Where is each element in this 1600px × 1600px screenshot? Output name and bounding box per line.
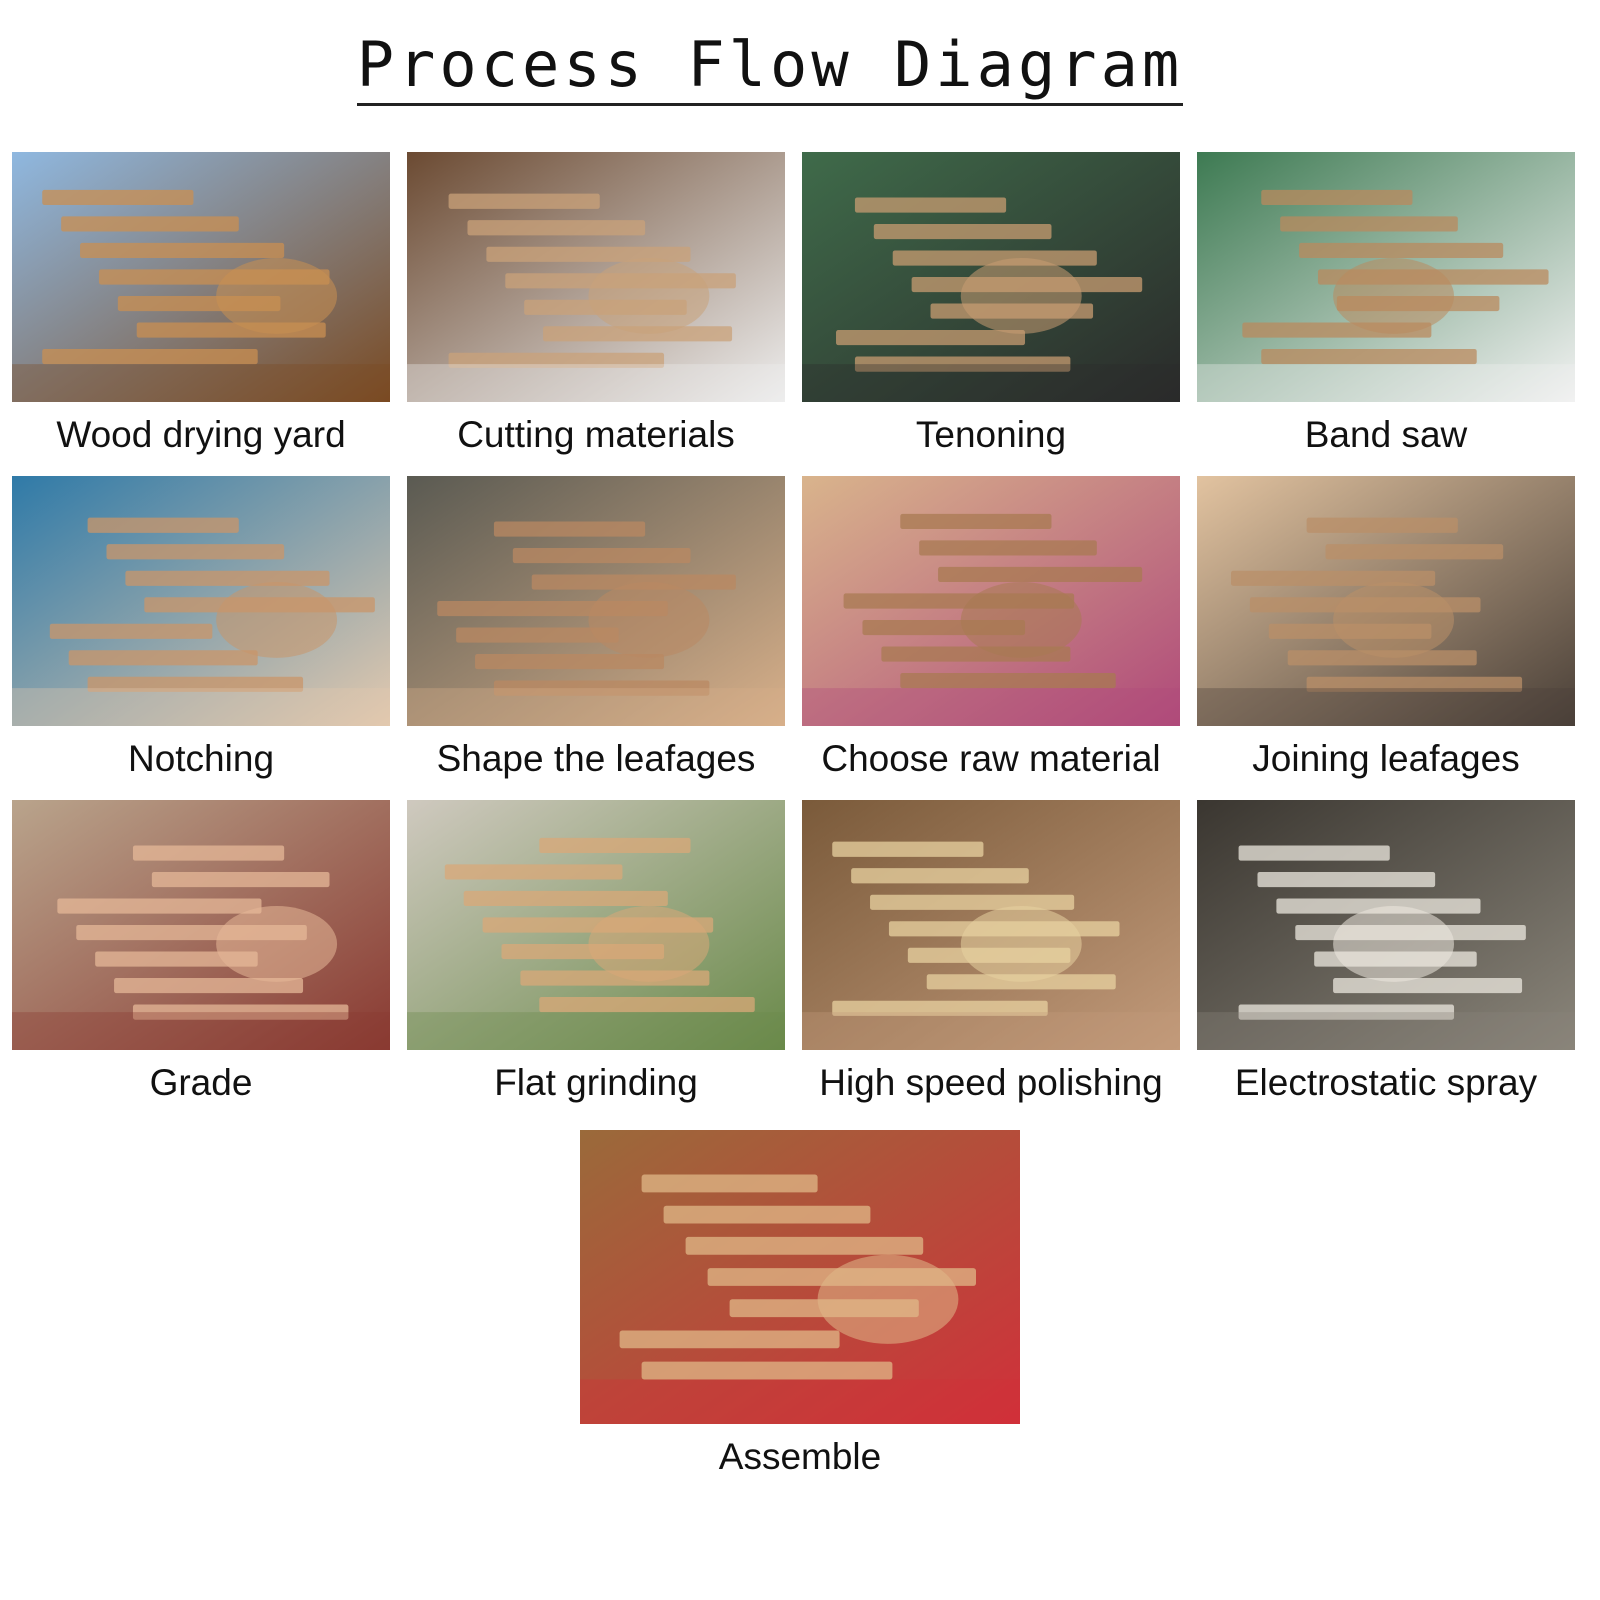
photo-illustration bbox=[580, 1130, 1020, 1424]
step-photo bbox=[802, 800, 1180, 1050]
process-step: High speed polishing bbox=[802, 800, 1180, 1124]
step-photo bbox=[1197, 476, 1575, 726]
step-label: Notching bbox=[127, 738, 275, 779]
step-photo bbox=[1197, 152, 1575, 402]
diagram-title: Process Flow Diagram bbox=[0, 28, 1540, 106]
diagram-title-text: Process Flow Diagram bbox=[356, 28, 1184, 106]
process-step: Electrostatic spray bbox=[1197, 800, 1575, 1124]
photo-illustration bbox=[1197, 800, 1575, 1050]
step-photo bbox=[407, 800, 785, 1050]
photo-illustration bbox=[802, 476, 1180, 726]
step-photo bbox=[1197, 800, 1575, 1050]
step-label: Tenoning bbox=[915, 414, 1067, 455]
process-step: Joining leafages bbox=[1197, 476, 1575, 800]
step-label: Choose raw material bbox=[821, 738, 1161, 779]
process-step: Flat grinding bbox=[407, 800, 785, 1124]
process-step: Choose raw material bbox=[802, 476, 1180, 800]
photo-illustration bbox=[1197, 152, 1575, 402]
step-label: Joining leafages bbox=[1252, 738, 1520, 779]
step-label: High speed polishing bbox=[819, 1062, 1163, 1103]
step-label: Electrostatic spray bbox=[1234, 1062, 1538, 1103]
process-step: Notching bbox=[12, 476, 390, 800]
photo-illustration bbox=[12, 152, 390, 402]
photo-illustration bbox=[12, 800, 390, 1050]
step-photo bbox=[12, 800, 390, 1050]
photo-illustration bbox=[802, 152, 1180, 402]
step-photo bbox=[802, 476, 1180, 726]
photo-illustration bbox=[407, 476, 785, 726]
step-label: Grade bbox=[149, 1062, 253, 1103]
step-photo bbox=[12, 476, 390, 726]
step-photo bbox=[407, 152, 785, 402]
process-step: Grade bbox=[12, 800, 390, 1124]
process-steps-grid: Wood drying yard Cutting materials Tenonin… bbox=[12, 152, 1575, 1124]
step-label: Wood drying yard bbox=[56, 414, 346, 455]
step-label: Flat grinding bbox=[494, 1062, 698, 1103]
assemble-photo bbox=[580, 1130, 1020, 1424]
process-step-assemble: Assemble bbox=[580, 1130, 1020, 1478]
step-photo bbox=[12, 152, 390, 402]
process-step: Band saw bbox=[1197, 152, 1575, 476]
photo-illustration bbox=[1197, 476, 1575, 726]
photo-illustration bbox=[12, 476, 390, 726]
photo-illustration bbox=[407, 800, 785, 1050]
step-label: Band saw bbox=[1304, 414, 1468, 455]
photo-illustration bbox=[407, 152, 785, 402]
step-label: Assemble bbox=[718, 1436, 882, 1477]
process-step: Wood drying yard bbox=[12, 152, 390, 476]
process-step: Tenoning bbox=[802, 152, 1180, 476]
step-photo bbox=[407, 476, 785, 726]
process-step: Shape the leafages bbox=[407, 476, 785, 800]
step-photo bbox=[802, 152, 1180, 402]
step-label: Cutting materials bbox=[457, 414, 735, 455]
photo-illustration bbox=[802, 800, 1180, 1050]
process-step: Cutting materials bbox=[407, 152, 785, 476]
step-label: Shape the leafages bbox=[436, 738, 756, 779]
